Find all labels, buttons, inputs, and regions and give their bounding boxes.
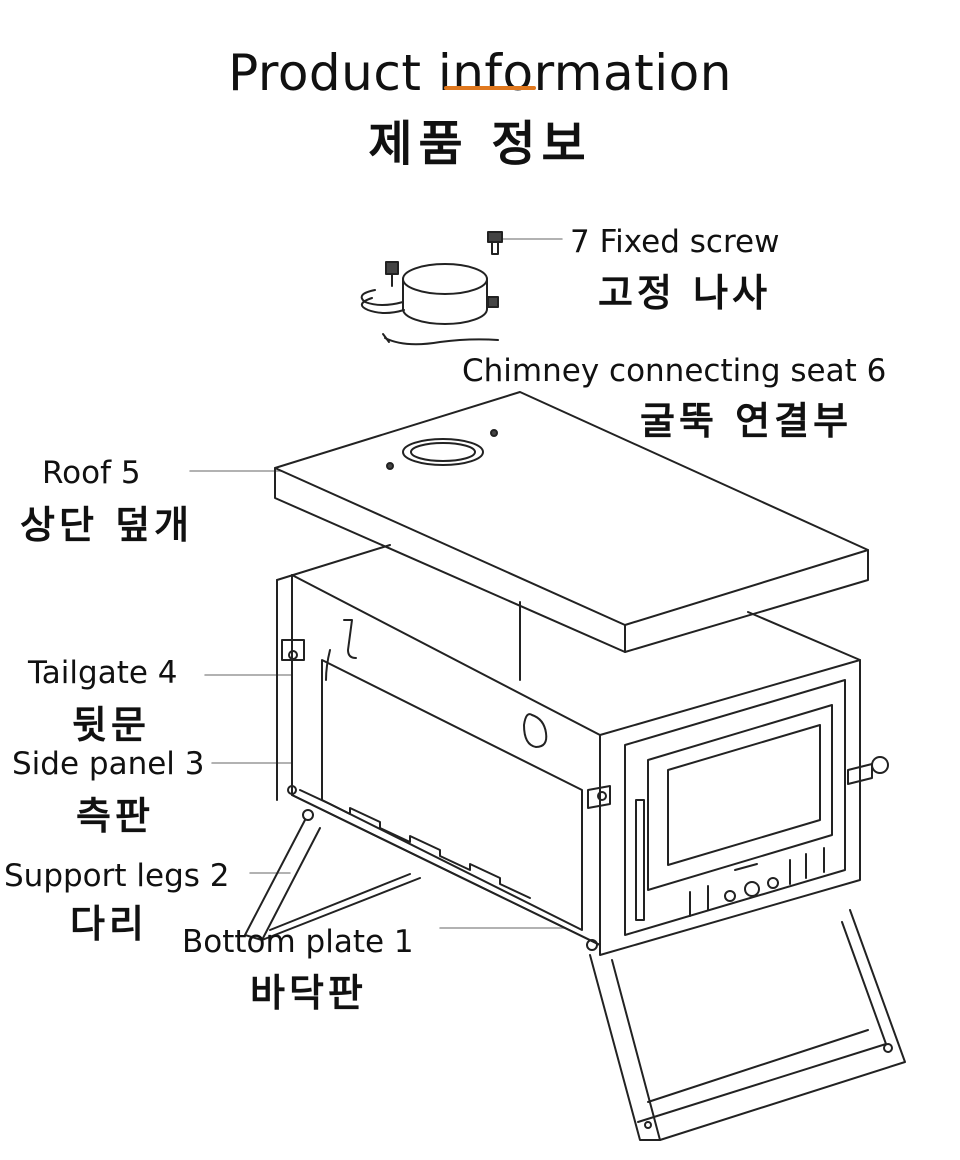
title-korean: 제품 정보 <box>368 116 592 172</box>
roof-label-ko: 상단 덮개 <box>20 503 194 547</box>
chimney-seat-label-ko: 굴뚝 연결부 <box>640 399 853 443</box>
side-panel-label-ko: 측판 <box>76 794 154 838</box>
bottom-plate-label-en: Bottom plate 1 <box>182 924 414 960</box>
fixed-screw-part <box>487 231 503 255</box>
support-legs-label-en: Support legs 2 <box>4 858 230 894</box>
tailgate-label-en: Tailgate 4 <box>28 655 178 691</box>
chimney-seat-part <box>360 261 499 346</box>
title-underline-accent <box>444 86 536 90</box>
side-panel-label-en: Side panel 3 <box>12 746 205 782</box>
fixed-screw-label-en: 7 Fixed screw <box>570 224 780 260</box>
bottom-plate-label-ko: 바닥판 <box>250 971 367 1015</box>
support-legs-label-ko: 다리 <box>70 902 148 946</box>
stove-body-part <box>276 544 889 956</box>
fixed-screw-label-ko: 고정 나사 <box>598 271 772 315</box>
chimney-seat-label-en: Chimney connecting seat 6 <box>462 353 887 389</box>
roof-label-en: Roof 5 <box>42 455 141 491</box>
tailgate-label-ko: 뒷문 <box>72 703 150 747</box>
roof-part <box>274 391 869 653</box>
support-legs-part <box>244 819 906 1141</box>
title-english: Product information <box>228 44 732 102</box>
